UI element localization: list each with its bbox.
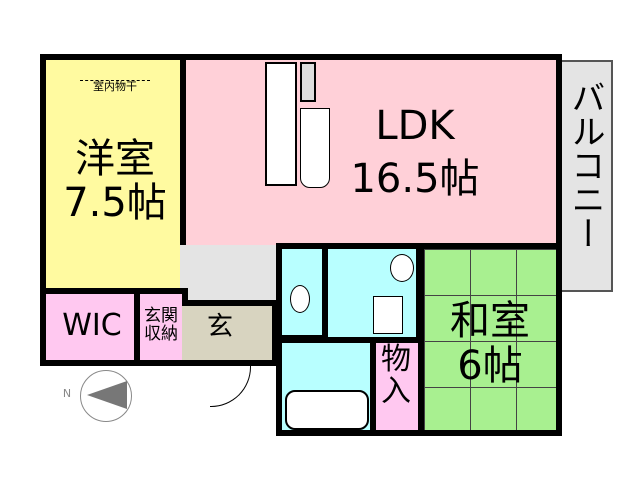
sink-icon <box>390 254 414 282</box>
wic-room <box>40 288 140 366</box>
genkan-label: 玄 <box>206 312 233 342</box>
compass-icon <box>80 370 132 422</box>
ldk-room <box>180 54 562 251</box>
western-size: 7.5帖 <box>63 180 167 226</box>
washing-machine-icon <box>373 296 403 334</box>
wic-label: WIC <box>62 308 122 343</box>
kitchen-bar <box>300 108 330 188</box>
ldk-size: 16.5帖 <box>350 156 480 202</box>
bathtub-icon <box>285 390 369 430</box>
toilet-icon <box>290 285 310 313</box>
genkan-storage-label: 玄関収納 <box>144 306 178 344</box>
western-label: 洋室 <box>75 136 155 182</box>
entrance-door[interactable] <box>210 366 251 407</box>
western-room <box>40 54 186 294</box>
refrigerator-space <box>300 62 316 102</box>
japanese-size: 6帖 <box>457 343 523 389</box>
ldk-label: LDK <box>375 103 455 149</box>
hallway <box>180 245 280 305</box>
japanese-room <box>418 243 562 436</box>
genkan <box>182 300 278 366</box>
western-note: 室内物干 <box>80 80 150 93</box>
closet-label: 物入 <box>381 342 411 409</box>
japanese-label: 和室 <box>450 298 530 344</box>
kitchen-counter <box>265 62 297 186</box>
balcony-label: バルコニー <box>565 80 605 250</box>
compass-north-label: N <box>62 387 72 400</box>
